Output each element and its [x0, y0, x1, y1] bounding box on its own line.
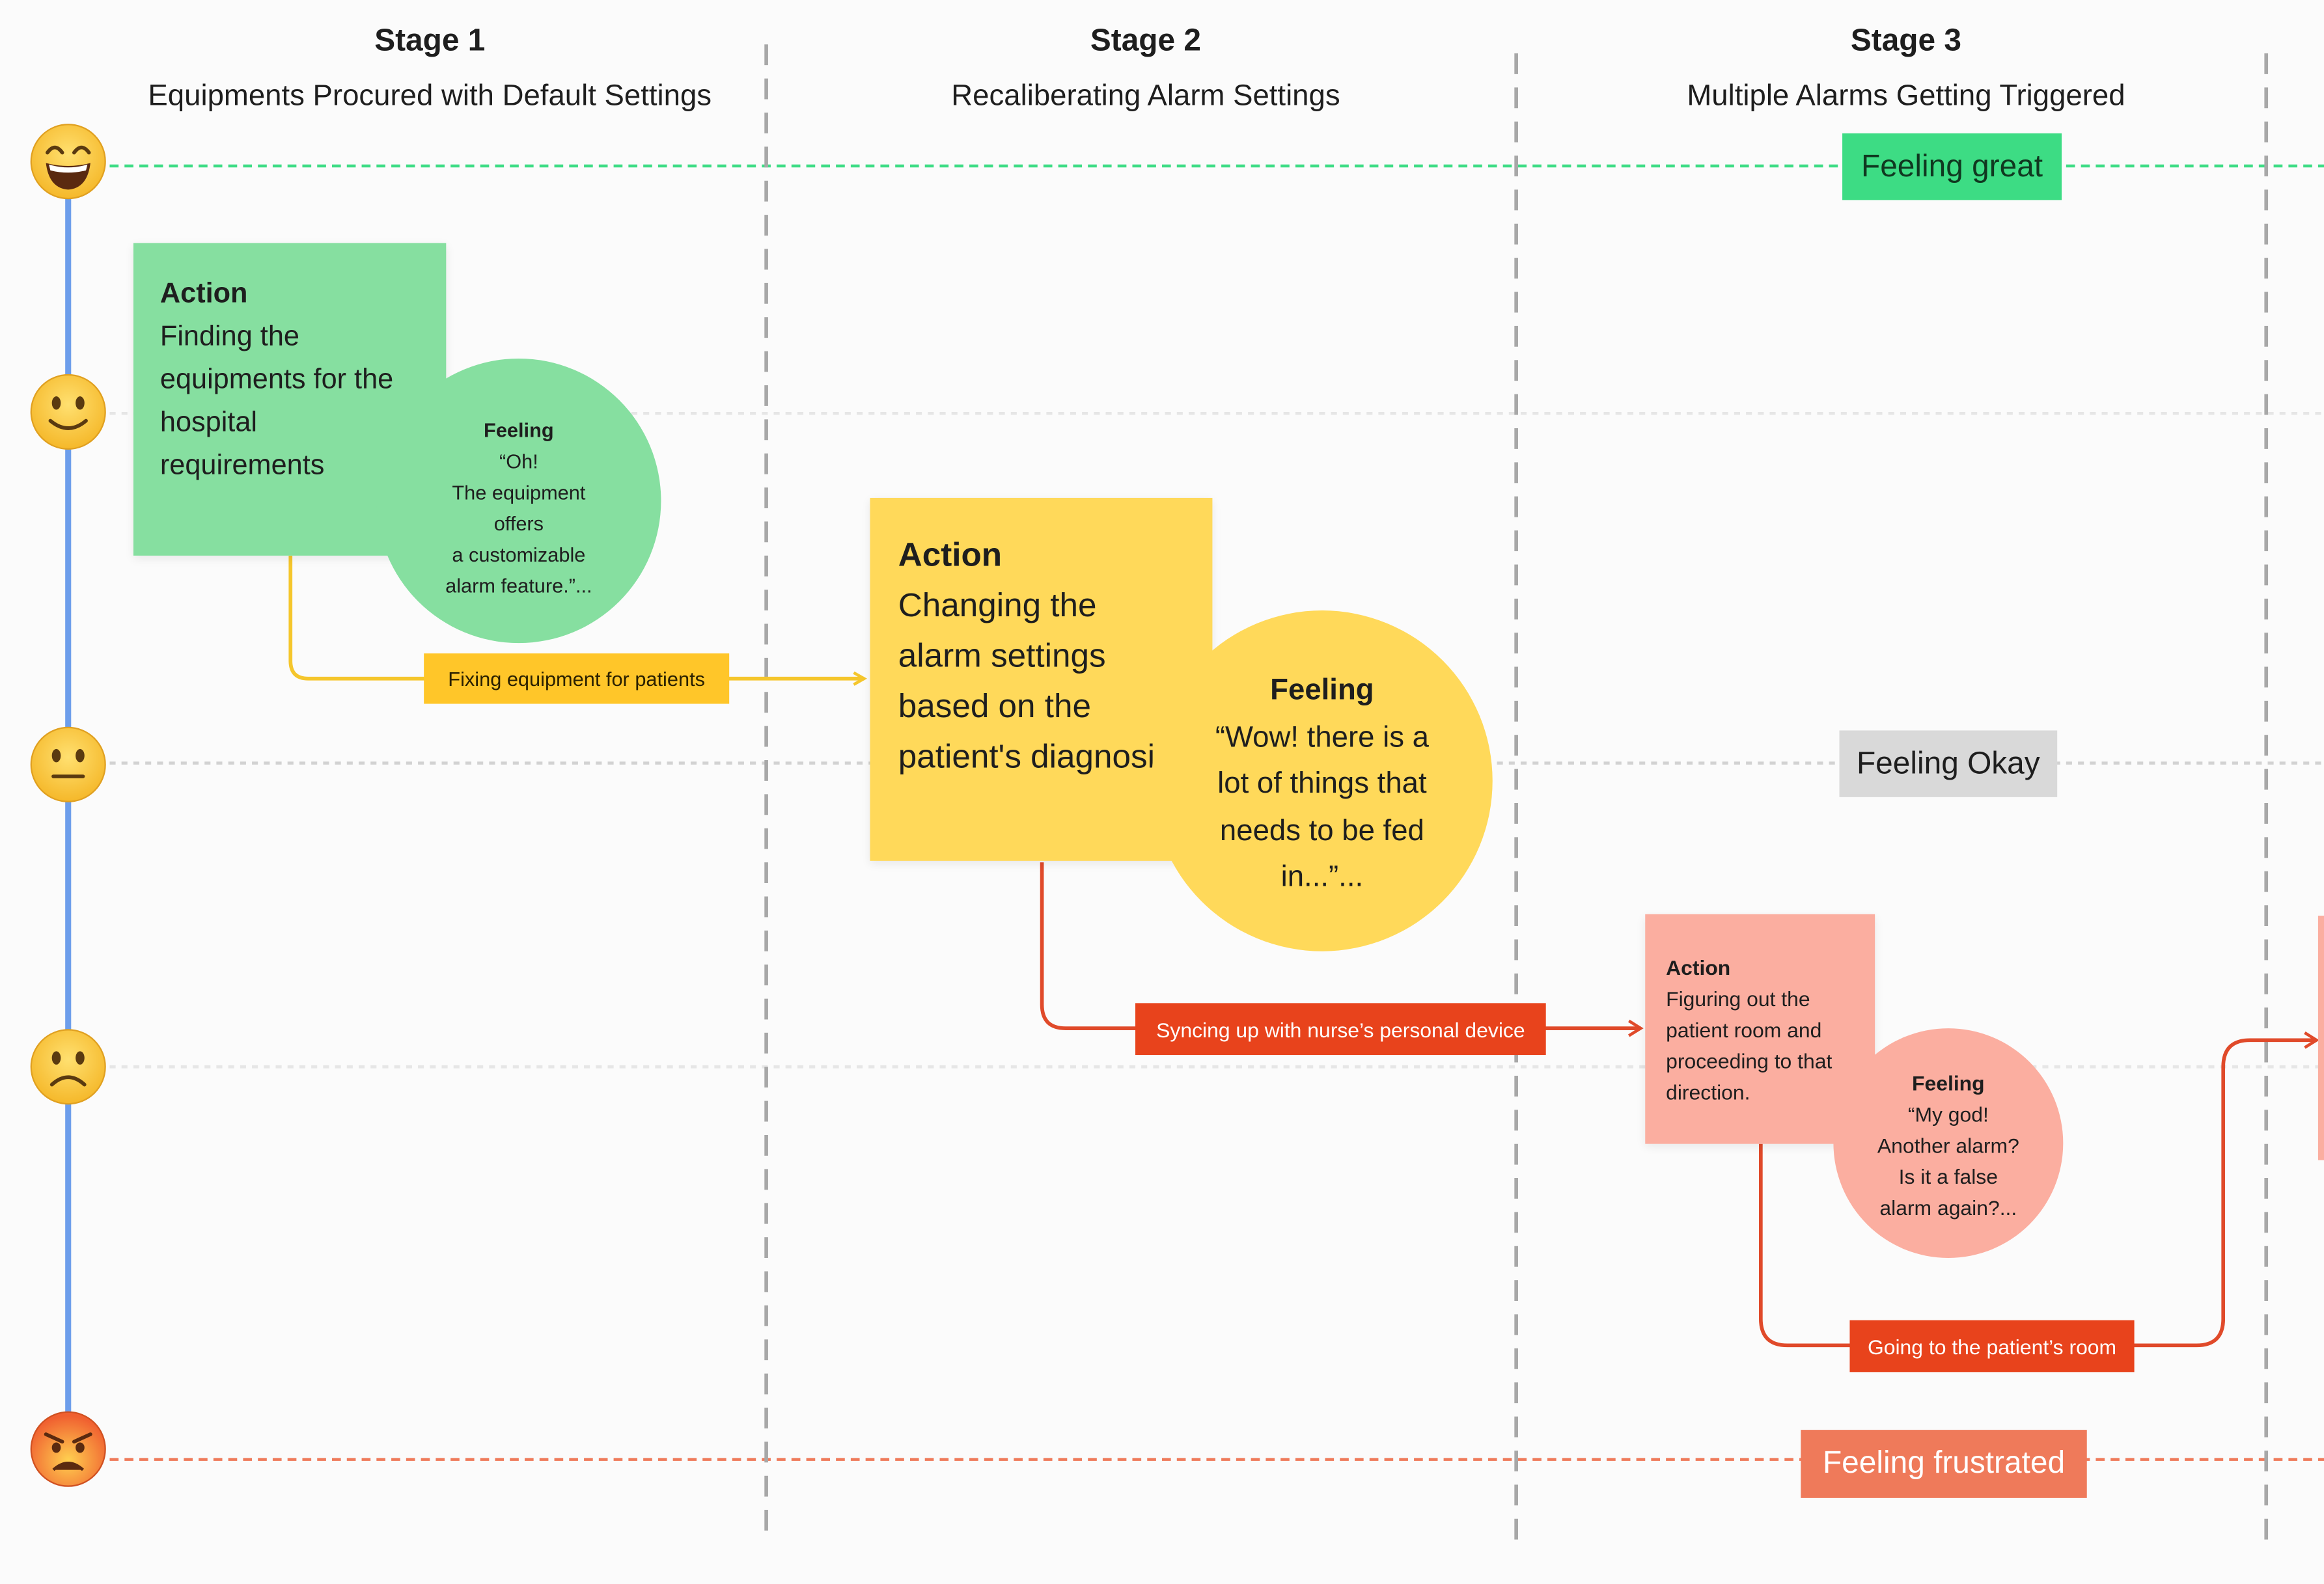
stage3-feeling-line: alarm again?...	[1879, 1195, 2017, 1220]
stage3-feeling-line: “My god!	[1907, 1102, 1989, 1127]
stage3-action-note[interactable]: Action Figuring out the patient room and…	[1645, 914, 1875, 1144]
stage-2-header: Stage 2 Recaliberating Alarm Settings	[805, 23, 1486, 114]
stage-3-title: Multiple Alarms Getting Triggered	[1687, 79, 2125, 113]
stage2-feeling-line: lot of things that	[1217, 767, 1427, 801]
stage1-feeling-line: “Oh!	[499, 450, 538, 473]
stage3-action-title: Action	[1666, 955, 1731, 979]
feeling-great-label: Feeling great	[1842, 133, 2062, 200]
stage1-feeling-line: The equipment	[452, 481, 586, 504]
neutral-emoji-icon	[30, 726, 106, 802]
next-stage-note-edge	[2317, 916, 2324, 1160]
stage2-feeling-line: in...”...	[1280, 861, 1364, 894]
stage3-connector-arrow	[1758, 1031, 2319, 1348]
stage2-action-text: Changing the alarm settings based on the…	[898, 586, 1172, 775]
stage-1-header: Stage 1 Equipments Procured with Default…	[89, 23, 771, 114]
stage1-connector-label[interactable]: Fixing equipment for patients	[424, 653, 730, 704]
stage2-feeling-line: needs to be fed	[1219, 814, 1424, 847]
stage-3-label: Stage 3	[1850, 23, 1961, 58]
stage1-action-title: Action	[159, 279, 248, 310]
stage1-feeling-bubble[interactable]: Feeling “Oh! The equipment offers a cust…	[376, 358, 661, 644]
stage-1-title: Equipments Procured with Default Setting…	[148, 79, 712, 113]
feeling-okay-label: Feeling Okay	[1839, 730, 2058, 797]
stage2-action-note[interactable]: Action Changing the alarm settings based…	[870, 498, 1213, 861]
very-happy-emoji-icon	[30, 124, 106, 200]
stage1-connector-arrow	[288, 555, 864, 679]
stage1-action-note[interactable]: Action Finding the equipments for the ho…	[133, 243, 447, 556]
stage3-feeling-line: Is it a false	[1898, 1164, 1999, 1188]
stage-2-label: Stage 2	[1090, 23, 1201, 58]
stage3-action-text: Figuring out the patient room and procee…	[1666, 987, 1833, 1104]
stage3-connector-label[interactable]: Going to the patient’s room	[1849, 1320, 2135, 1372]
stage-3-header: Stage 3 Multiple Alarms Getting Triggere…	[1565, 23, 2247, 114]
happy-emoji-icon	[30, 374, 106, 450]
stage2-action-title: Action	[898, 536, 1003, 574]
feeling-frustrated-label: Feeling frustrated	[1801, 1430, 2087, 1498]
stage-1-label: Stage 1	[374, 23, 486, 58]
stage-2-title: Recaliberating Alarm Settings	[951, 79, 1340, 113]
stage3-feeling-line: Another alarm?	[1877, 1133, 2019, 1158]
sad-emoji-icon	[30, 1029, 106, 1105]
stage3-feeling-bubble[interactable]: Feeling “My god! Another alarm? Is it a …	[1833, 1028, 2064, 1259]
stage2-feeling-line: “Wow! there is a	[1215, 721, 1429, 754]
angry-emoji-icon	[30, 1411, 106, 1487]
stage3-feeling-title: Feeling	[1912, 1071, 1985, 1095]
stage2-connector-arrow	[1040, 862, 1644, 1037]
stage2-connector-label[interactable]: Syncing up with nurse’s personal device	[1135, 1003, 1546, 1056]
stage2-feeling-title: Feeling	[1270, 674, 1374, 707]
stage1-feeling-line: a customizable	[452, 543, 586, 566]
stage2-feeling-bubble[interactable]: Feeling “Wow! there is a lot of things t…	[1152, 610, 1493, 951]
stage1-feeling-line: alarm feature.”...	[445, 575, 592, 597]
stage1-feeling-title: Feeling	[484, 419, 554, 442]
stage1-feeling-line: offers	[493, 512, 544, 535]
stage1-action-text: Finding the equipments for the hospital …	[159, 321, 394, 482]
